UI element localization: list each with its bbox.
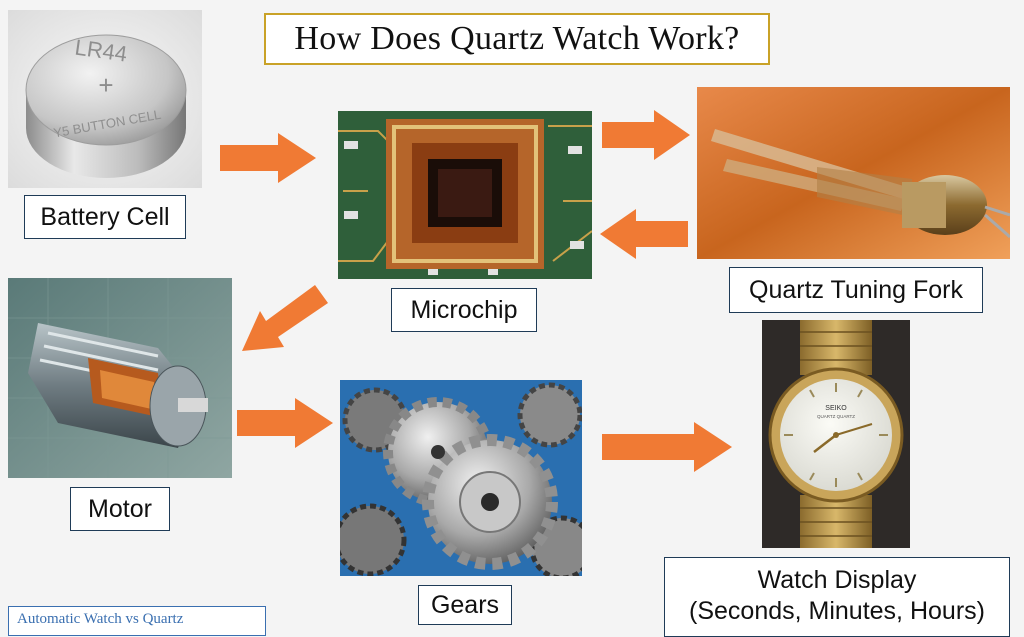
microchip-label-text: Microchip [410,295,518,324]
watch-image: SEIKO QUARTZ QUARTZ [762,320,910,548]
microchip-label: Microchip [391,288,537,332]
arrow-microchip-to-motor [240,285,330,355]
battery-cell-label: Battery Cell [24,195,186,239]
microchip-image [338,111,592,279]
watch-dial-sub: QUARTZ QUARTZ [817,414,855,419]
gears-label: Gears [418,585,512,625]
motor-image [8,278,232,478]
gears-label-text: Gears [430,590,500,619]
arrow-gears-to-watch [602,422,732,472]
footer-link-text[interactable]: Automatic Watch vs Quartz [17,611,184,627]
arrow-tuning-fork-to-microchip [600,209,688,259]
quartz-tuning-fork-label: Quartz Tuning Fork [729,267,983,313]
quartz-tuning-fork-label-text: Quartz Tuning Fork [749,275,963,304]
motor-label: Motor [70,487,170,531]
footer-link-box[interactable]: Automatic Watch vs Quartz [8,606,266,636]
arrow-motor-to-gears [237,398,333,448]
svg-text:+: + [98,70,113,100]
watch-display-label: Watch Display (Seconds, Minutes, Hours) [664,557,1010,637]
quartz-tuning-fork-image [697,87,1010,259]
watch-dial-brand: SEIKO [825,405,847,412]
watch-display-label-line2: (Seconds, Minutes, Hours) [689,597,985,625]
battery-cell-image: LR44 + Y5 BUTTON CELL [8,10,202,188]
battery-cell-label-text: Battery Cell [40,202,170,231]
gears-image [340,380,582,576]
watch-display-label-line1: Watch Display [757,566,917,594]
motor-label-text: Motor [88,494,152,523]
page-title: How Does Quartz Watch Work? [294,20,740,57]
arrow-battery-to-microchip [220,133,316,183]
page-title-box: How Does Quartz Watch Work? [264,13,770,65]
arrow-microchip-to-tuning-fork [602,110,690,160]
